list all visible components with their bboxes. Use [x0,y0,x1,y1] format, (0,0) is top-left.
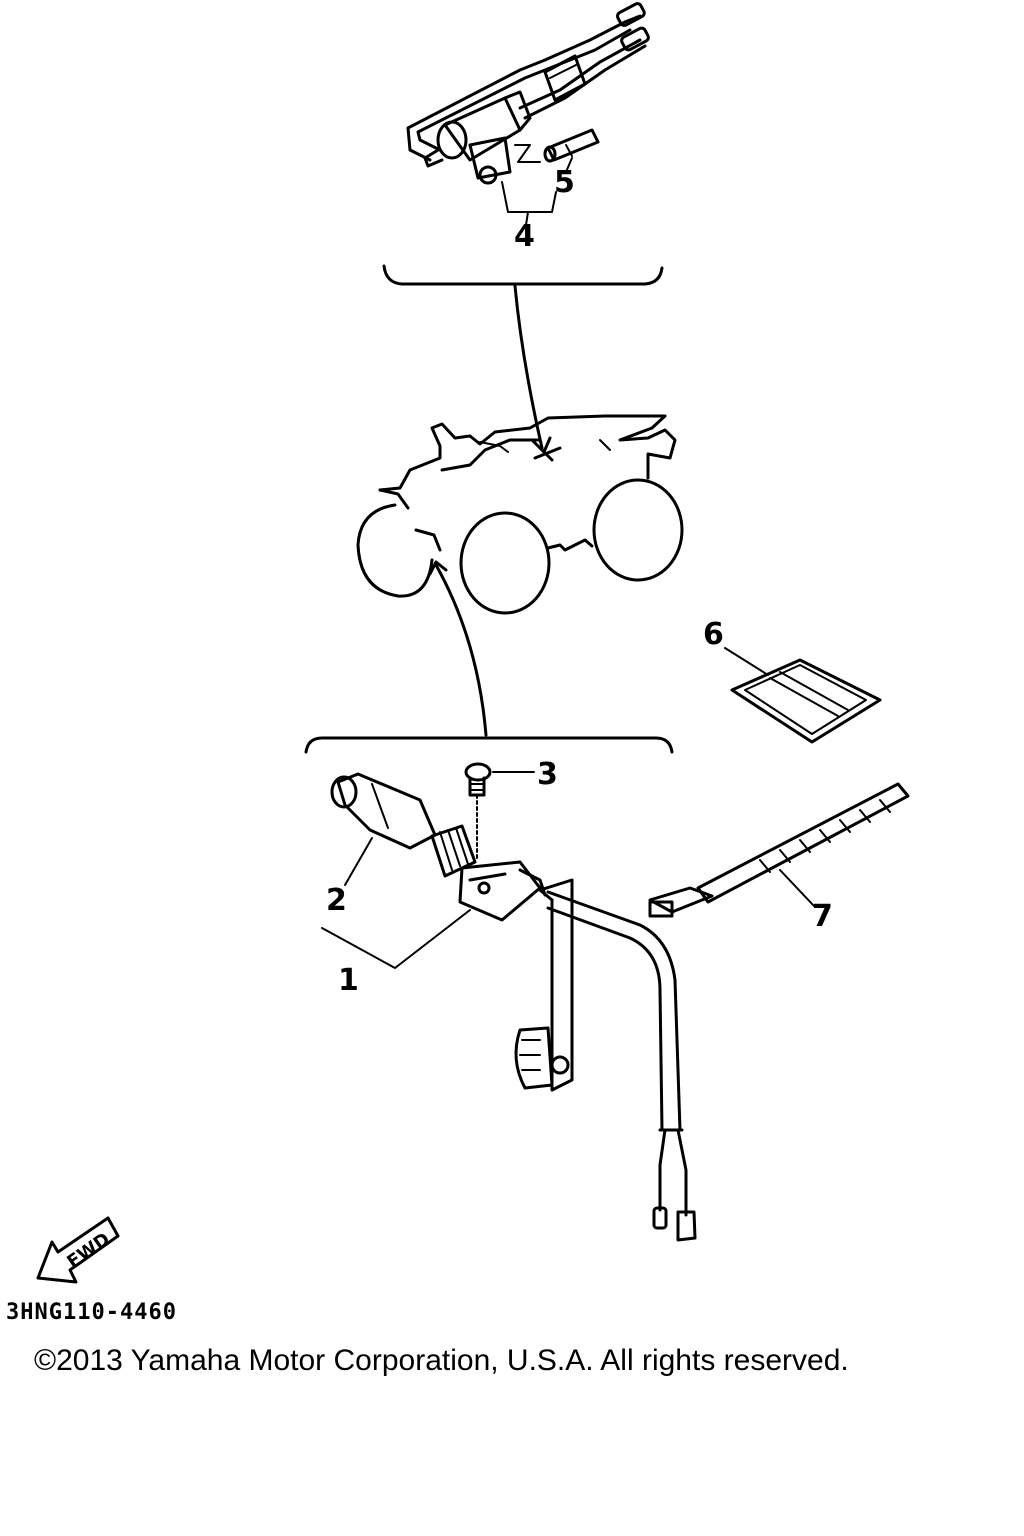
callout-4: 4 [514,219,535,254]
callout-7: 7 [812,899,833,934]
callout-5: 5 [554,165,575,200]
fwd-label: FWD [63,1229,114,1273]
part-3-screw[interactable] [464,762,535,861]
part-4-wiring-assembly[interactable] [406,2,650,226]
upper-pointer-arrow [513,284,544,450]
copyright-notice: ©2013 Yamaha Motor Corporation, U.S.A. A… [34,1344,849,1377]
atv-vehicle-outline [356,414,684,615]
callout-3: 3 [537,757,558,792]
callout-1: 1 [338,963,359,998]
fwd-arrow: FWD [36,1216,120,1284]
callout-2: 2 [326,883,347,918]
lower-group-brace [304,736,674,754]
part-2-switch-body[interactable] [330,772,477,878]
part-5-fuse[interactable] [543,128,600,173]
callout-6: 6 [703,617,724,652]
part-1-bracket-assembly[interactable] [458,860,697,1242]
upper-group-brace [382,264,664,286]
diagram-code: 3HNG110-4460 [6,1300,177,1325]
part-7-cable-tie[interactable] [648,782,910,918]
lower-pointer-arrow [434,563,488,737]
part-6-adhesive-pad[interactable] [724,647,882,744]
